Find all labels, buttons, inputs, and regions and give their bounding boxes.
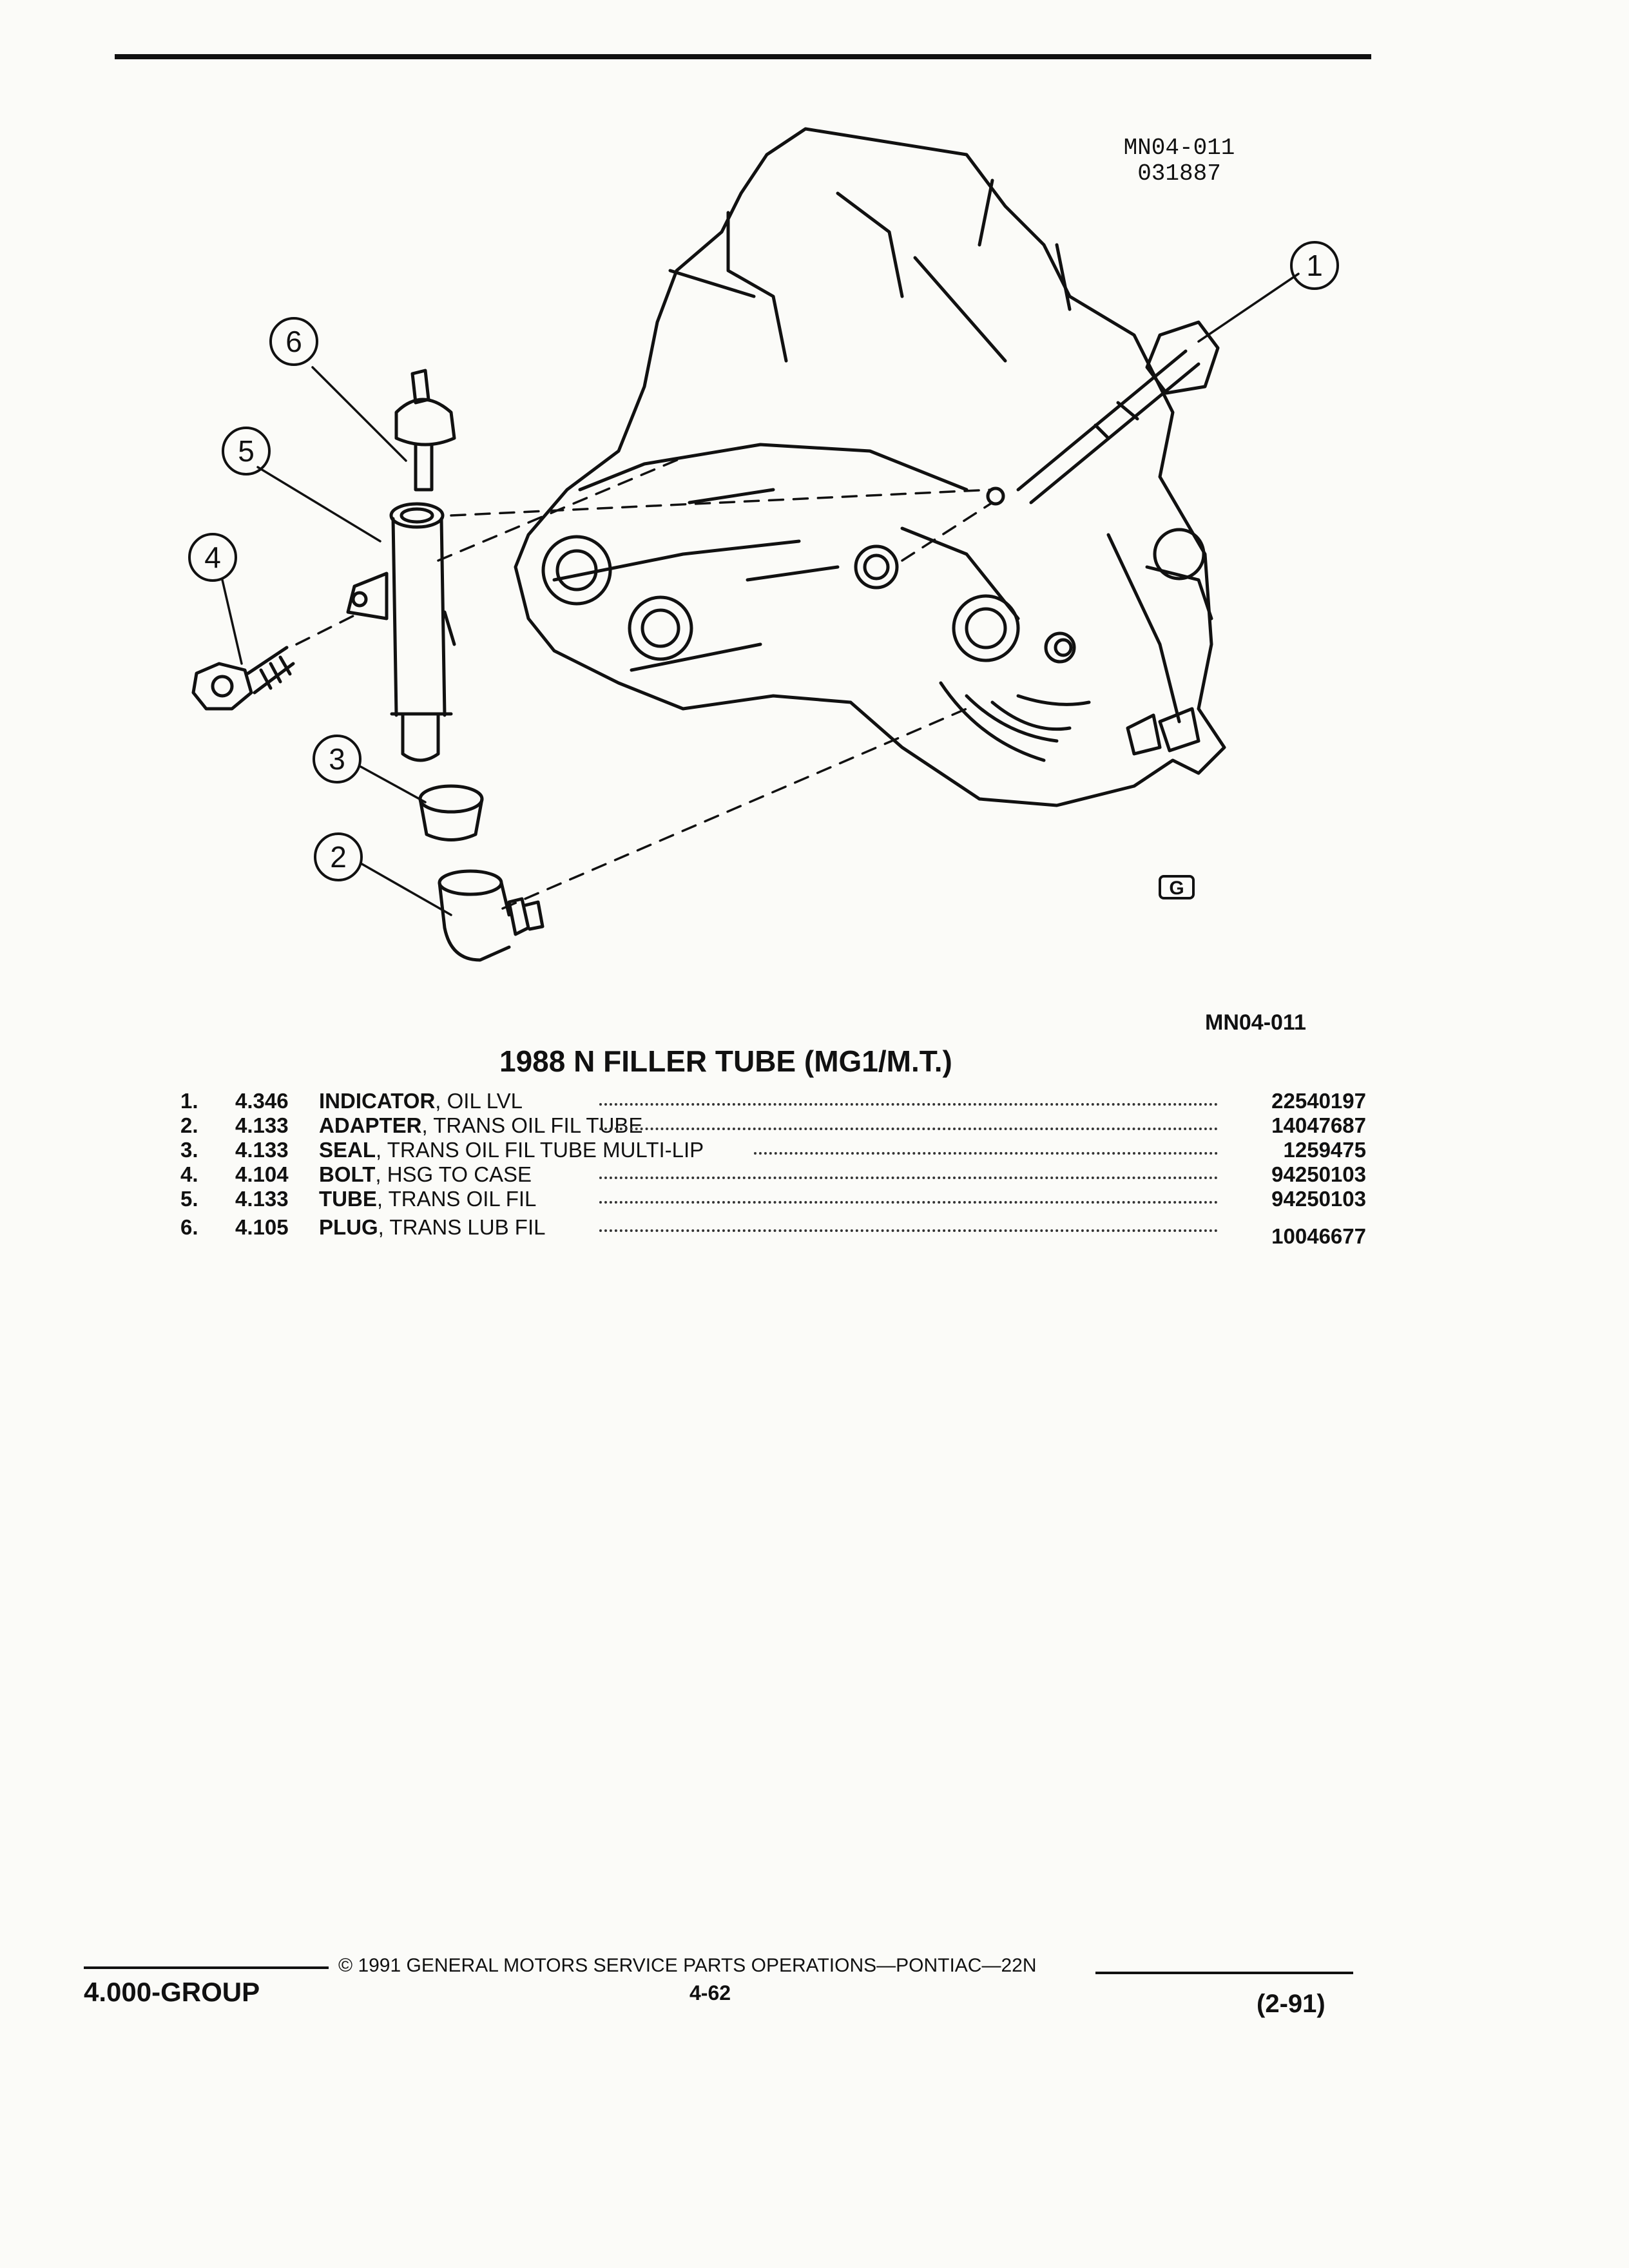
footer-copyright: © 1991 GENERAL MOTORS SERVICE PARTS OPER… (338, 1955, 1037, 1976)
part-group-code: 4.133 (235, 1187, 289, 1211)
svg-text:G: G (1169, 878, 1184, 899)
part-desc-text: , TRANS OIL FIL TUBE (421, 1113, 643, 1137)
dot-leader (599, 1177, 1218, 1179)
parts-row: 6. 4.105 PLUG, TRANS LUB FIL 10046677 (155, 1215, 1366, 1248)
part-desc-text: , TRANS LUB FIL (378, 1215, 546, 1239)
callout-4 (188, 533, 237, 582)
footer-rule-left (84, 1966, 329, 1969)
part-desc-text: , TRANS OIL FIL (376, 1187, 537, 1211)
part-desc-text: , HSG TO CASE (375, 1162, 532, 1186)
callout-1 (1290, 241, 1339, 290)
part-name: INDICATOR (319, 1089, 436, 1113)
callout-1-label: 1 (1306, 249, 1323, 282)
part-catalog-number: 10046677 (1271, 1224, 1366, 1248)
dot-leader (754, 1152, 1218, 1155)
part-desc-text: , TRANS OIL FIL TUBE MULTI-LIP (376, 1138, 704, 1162)
housing-bolt (191, 646, 295, 711)
part-description: INDICATOR, OIL LVL (319, 1089, 523, 1113)
figure-caption-code: MN04-011 (1205, 1010, 1306, 1035)
dot-leader (599, 1103, 1218, 1106)
footer-date: (2-91) (1257, 1990, 1325, 2018)
part-name: PLUG (319, 1215, 378, 1239)
part-catalog-number: 1259475 (1283, 1138, 1366, 1162)
dot-leader (599, 1229, 1218, 1232)
parts-row: 5. 4.133 TUBE, TRANS OIL FIL 94250103 (155, 1187, 1366, 1211)
part-description: PLUG, TRANS LUB FIL (319, 1215, 545, 1240)
part-description: SEAL, TRANS OIL FIL TUBE MULTI-LIP (319, 1138, 704, 1162)
part-group-code: 4.105 (235, 1215, 289, 1239)
callout-2-label: 2 (330, 840, 347, 874)
part-catalog-number: 94250103 (1271, 1162, 1366, 1186)
part-name: ADAPTER (319, 1113, 422, 1137)
callout-leaders (221, 273, 1300, 916)
part-group-code: 4.104 (235, 1162, 289, 1186)
footer-group-label: 4.000-GROUP (84, 1977, 260, 2007)
part-description: ADAPTER, TRANS OIL FIL TUBE (319, 1113, 642, 1138)
gm-logo-mark: G (1159, 875, 1195, 899)
callout-circles (188, 241, 1339, 881)
parts-row: 2. 4.133 ADAPTER, TRANS OIL FIL TUBE 140… (155, 1113, 1366, 1138)
callout-3 (313, 735, 361, 783)
callout-6-label: 6 (285, 325, 302, 358)
callout-4-label: 4 (204, 541, 221, 574)
part-number: 4. (180, 1162, 198, 1186)
parts-row: 1. 4.346 INDICATOR, OIL LVL 22540197 (155, 1089, 1366, 1113)
part-name: TUBE (319, 1187, 377, 1211)
parts-row: 4. 4.104 BOLT, HSG TO CASE 94250103 (155, 1162, 1366, 1187)
part-group-code: 4.133 (235, 1113, 289, 1137)
callout-6 (269, 317, 318, 366)
part-number: 2. (180, 1113, 198, 1137)
dot-leader (599, 1201, 1218, 1204)
part-description: BOLT, HSG TO CASE (319, 1162, 532, 1187)
part-desc-text: , OIL LVL (435, 1089, 523, 1113)
part-group-code: 4.346 (235, 1089, 289, 1113)
part-number: 5. (180, 1187, 198, 1211)
figure-code: MN04-011 031887 (1095, 135, 1263, 187)
exploded-view-drawing: 1 2 3 4 5 6 G (188, 127, 1339, 962)
callout-5-label: 5 (238, 434, 255, 468)
callout-3-label: 3 (329, 742, 345, 776)
trans-oil-fill-tube-adapter (438, 869, 545, 962)
filler-tube (346, 502, 456, 762)
part-catalog-number: 22540197 (1271, 1089, 1366, 1113)
part-name: BOLT (319, 1162, 376, 1186)
part-group-code: 4.133 (235, 1138, 289, 1162)
part-number: 1. (180, 1089, 198, 1113)
part-catalog-number: 14047687 (1271, 1113, 1366, 1137)
part-description: TUBE, TRANS OIL FIL (319, 1187, 536, 1211)
footer-rule-right (1095, 1972, 1353, 1974)
figure-date-code: 031887 (1137, 160, 1221, 187)
lube-fill-plug (394, 369, 456, 492)
footer-page-number: 4-62 (689, 1981, 731, 2004)
top-rule (115, 54, 1371, 59)
part-name: SEAL (319, 1138, 376, 1162)
multi-lip-seal (418, 784, 484, 841)
page-title: 1988 N FILLER TUBE (MG1/M.T.) (499, 1044, 952, 1078)
part-number: 6. (180, 1215, 198, 1239)
oil-level-indicator-dipstick (1016, 320, 1220, 505)
part-number: 3. (180, 1138, 198, 1162)
assembly-lines (295, 456, 994, 910)
part-catalog-number: 94250103 (1271, 1187, 1366, 1211)
transmission-case (514, 127, 1226, 807)
parts-list: 1. 4.346 INDICATOR, OIL LVL 22540197 2. … (155, 1089, 1366, 1248)
parts-row: 3. 4.133 SEAL, TRANS OIL FIL TUBE MULTI-… (155, 1138, 1366, 1162)
dot-leader (599, 1128, 1218, 1130)
callout-2 (314, 832, 363, 881)
figure-code-text: MN04-011 (1123, 135, 1235, 161)
callout-5 (222, 427, 271, 476)
